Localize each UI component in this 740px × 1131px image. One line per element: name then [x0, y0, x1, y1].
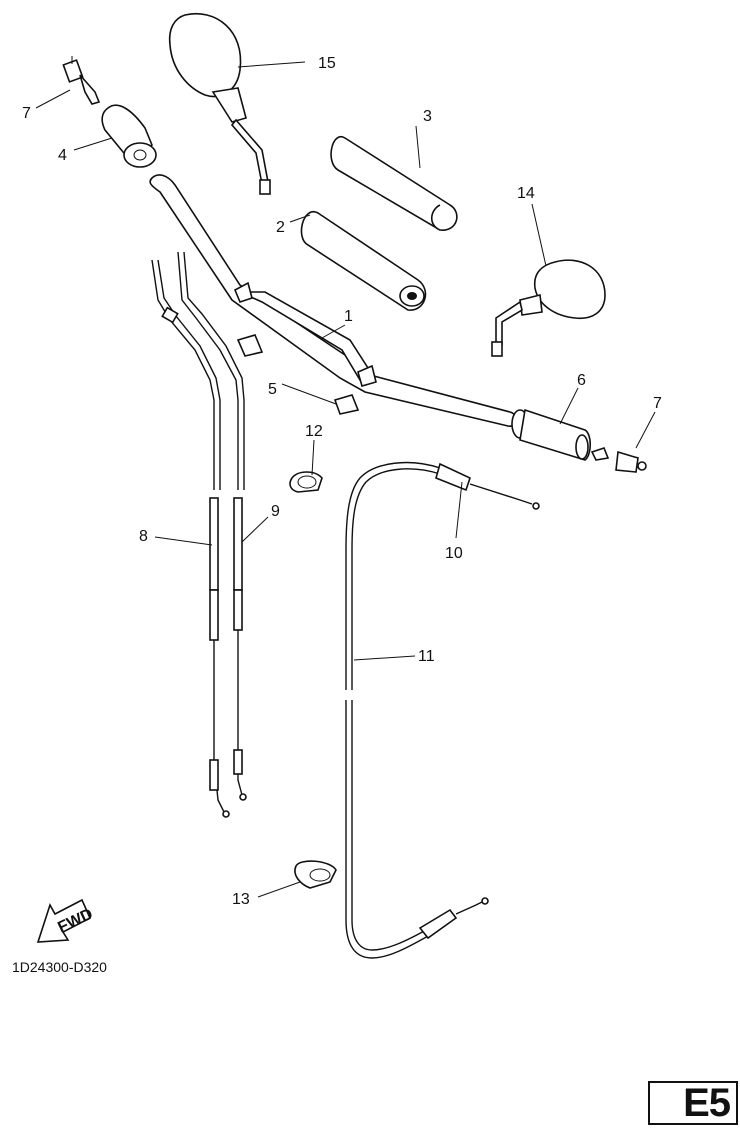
leader-lines	[35, 61, 656, 898]
throttle-cable-1-part	[151, 259, 230, 818]
callout-15: 15	[318, 55, 336, 72]
clamp-13-part	[294, 860, 337, 889]
throttle-cable-2-part	[177, 251, 247, 801]
grip-rubber-2-part	[300, 210, 427, 311]
callout-9: 9	[271, 503, 280, 520]
page-code: E5	[683, 1081, 731, 1125]
callout-labels: 15 3 2 14 7 4 1 5 6 7 12 8 9 10 11 13	[22, 55, 662, 908]
callout-5: 5	[268, 381, 277, 398]
grip-rubber-3-part	[330, 135, 458, 231]
callout-7-left: 7	[22, 105, 31, 122]
callout-3: 3	[423, 108, 432, 125]
clutch-cable-part	[345, 461, 540, 959]
grip-right-part	[511, 408, 592, 461]
throttle-grip-part	[101, 104, 157, 168]
clamp-12-part	[289, 471, 323, 493]
callout-14: 14	[517, 185, 535, 202]
callout-2: 2	[276, 219, 285, 236]
mirror-left-part	[168, 13, 271, 195]
callout-7-right: 7	[653, 395, 662, 412]
callout-10: 10	[445, 545, 463, 562]
callout-4: 4	[58, 147, 67, 164]
fwd-arrow-icon: FWD	[36, 898, 96, 943]
callout-13: 13	[232, 891, 250, 908]
bar-end-right-part	[590, 447, 647, 473]
drawing-code: 1D24300-D320	[12, 959, 107, 975]
callout-1: 1	[344, 308, 353, 325]
page-code-badge: E5	[648, 1081, 738, 1125]
callout-8: 8	[139, 528, 148, 545]
mirror-right-part	[491, 259, 606, 357]
handlebar-part	[149, 174, 518, 427]
bar-end-left-part	[62, 56, 101, 105]
callout-11: 11	[418, 648, 435, 665]
callout-12: 12	[305, 423, 323, 440]
pad-part	[236, 334, 360, 415]
callout-6: 6	[577, 372, 586, 389]
